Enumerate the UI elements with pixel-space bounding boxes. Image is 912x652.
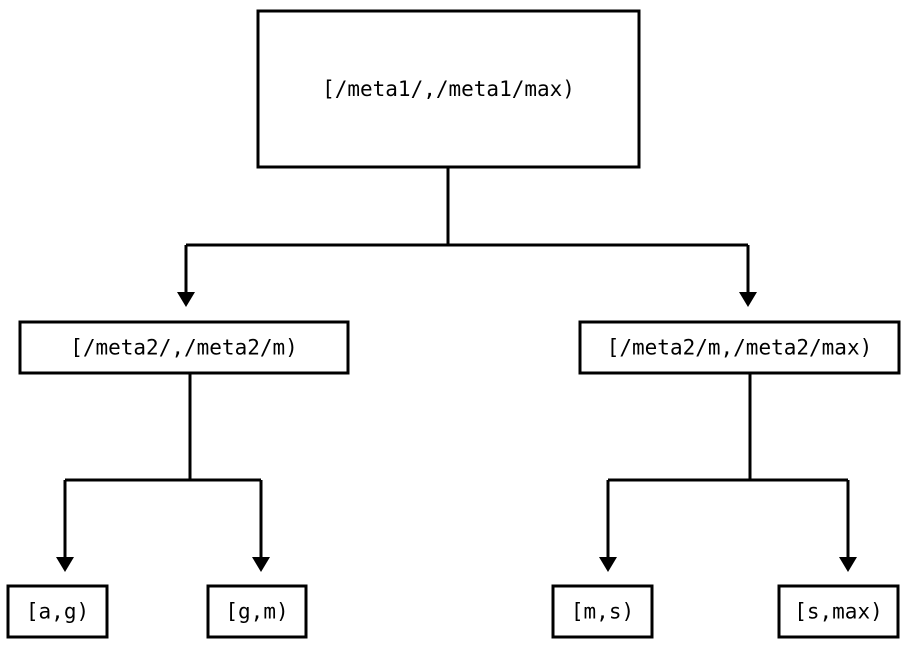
node-leaf-s-max-label: [s,max)	[794, 600, 883, 624]
node-leaf-g-m[interactable]: [g,m)	[206, 584, 308, 639]
connector-left-fork	[56, 373, 270, 572]
node-root-box[interactable]	[256, 9, 641, 169]
connector-right-fork	[599, 373, 857, 572]
node-leaf-s-max-box[interactable]	[777, 584, 900, 639]
node-root-label: [/meta1/,/meta1/max)	[322, 77, 575, 101]
arrowhead-icon-to-leaf-g-m	[252, 557, 270, 572]
node-leaf-a-g[interactable]: [a,g)	[6, 584, 109, 639]
node-leaf-a-g-label: [a,g)	[26, 600, 89, 624]
connector-root-fork	[177, 167, 757, 307]
node-root[interactable]: [/meta1/,/meta1/max)	[256, 9, 641, 169]
node-mid-left[interactable]: [/meta2/,/meta2/m)	[18, 320, 350, 375]
arrowhead-icon-to-leaf-a-g	[56, 557, 74, 572]
node-leaf-s-max[interactable]: [s,max)	[777, 584, 900, 639]
node-leaf-a-g-box[interactable]	[6, 584, 109, 639]
node-mid-left-label: [/meta2/,/meta2/m)	[70, 336, 298, 360]
node-leaf-m-s[interactable]: [m,s)	[551, 584, 654, 639]
node-mid-left-box[interactable]	[18, 320, 350, 375]
node-leaf-m-s-label: [m,s)	[571, 600, 634, 624]
node-leaf-g-m-label: [g,m)	[225, 600, 288, 624]
arrowhead-icon-to-mid-left	[177, 292, 195, 307]
node-mid-right[interactable]: [/meta2/m,/meta2/max)	[578, 320, 901, 375]
node-mid-right-label: [/meta2/m,/meta2/max)	[607, 336, 873, 360]
arrowhead-icon-to-leaf-m-s	[599, 557, 617, 572]
node-leaf-g-m-box[interactable]	[206, 584, 308, 639]
node-mid-right-box[interactable]	[578, 320, 901, 375]
arrowhead-icon-to-leaf-s-max	[839, 557, 857, 572]
node-leaf-m-s-box[interactable]	[551, 584, 654, 639]
arrowhead-icon-to-mid-right	[739, 292, 757, 307]
